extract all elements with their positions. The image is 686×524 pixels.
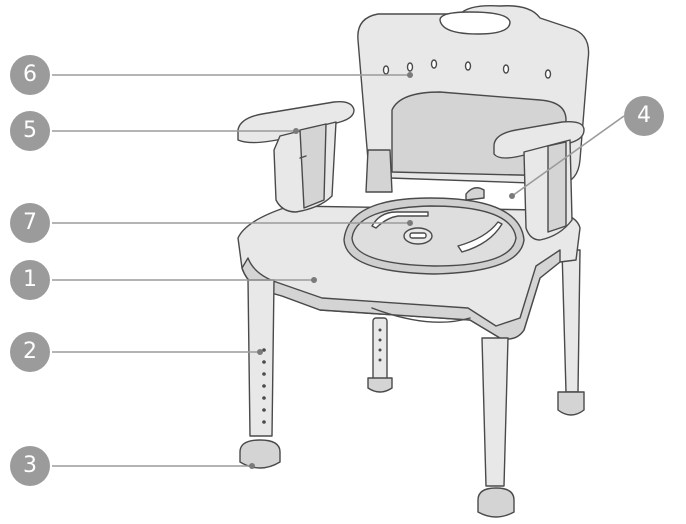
callout-2-leg-adjustment: 2 <box>10 332 50 372</box>
callout-7-lid: 7 <box>10 203 50 243</box>
callout-1-seat: 1 <box>10 260 50 300</box>
back-left-leg <box>368 318 392 392</box>
leader-dot-1 <box>311 277 317 283</box>
callout-2-number: 2 <box>23 341 37 363</box>
armrest-left <box>238 102 354 212</box>
leader-dot-2 <box>257 349 263 355</box>
callout-6-backrest: 6 <box>10 55 50 95</box>
callout-1-number: 1 <box>23 269 37 291</box>
callout-5-number: 5 <box>23 120 37 142</box>
leader-dot-3 <box>249 463 255 469</box>
callout-3-number: 3 <box>23 455 37 477</box>
callout-6-number: 6 <box>23 64 37 86</box>
chair-illustration <box>238 6 589 517</box>
back-right-leg <box>558 250 584 415</box>
callout-4-armrest: 4 <box>624 96 664 136</box>
leader-dot-4 <box>509 193 515 199</box>
callout-4-number: 4 <box>637 105 651 127</box>
callout-5-armrest: 5 <box>10 111 50 151</box>
callout-7-number: 7 <box>23 212 37 234</box>
front-right-leg <box>478 338 514 517</box>
callout-3-foot-tip: 3 <box>10 446 50 486</box>
leader-dot-7 <box>407 220 413 226</box>
front-left-leg <box>240 280 280 468</box>
leader-dot-6 <box>407 72 413 78</box>
leader-dot-5 <box>293 128 299 134</box>
